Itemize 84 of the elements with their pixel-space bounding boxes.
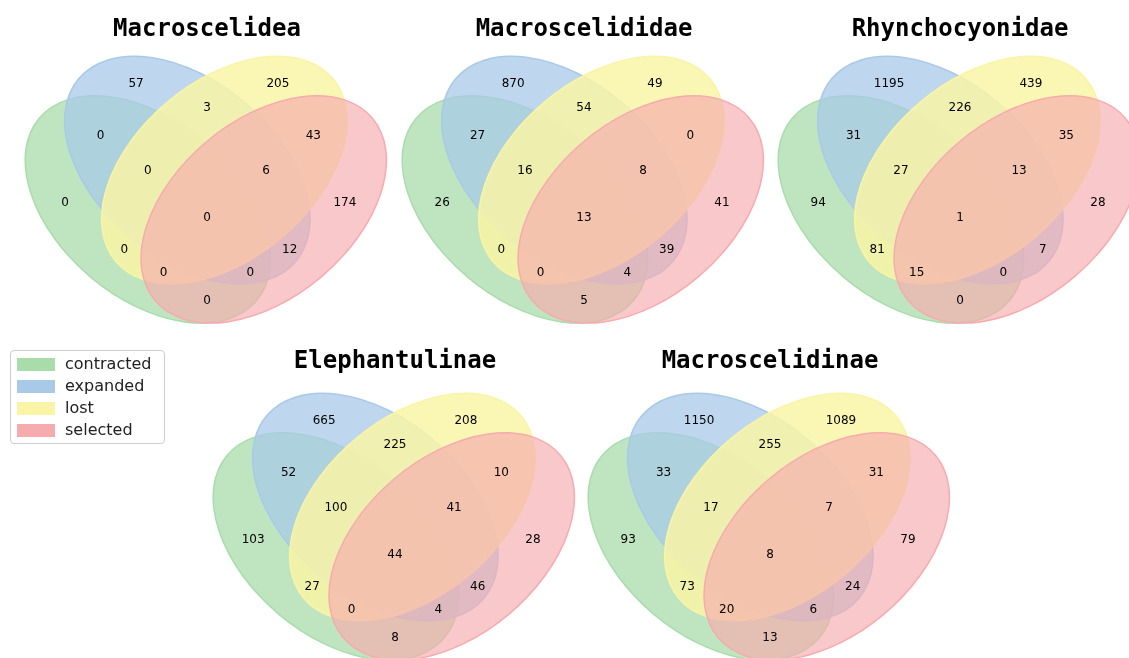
region-count: 57 [128, 77, 144, 90]
region-count: 0 [536, 266, 545, 279]
legend-label: expanded [65, 377, 145, 395]
legend-label: selected [65, 421, 133, 439]
region-count: 28 [525, 532, 541, 545]
region-count: 41 [446, 501, 462, 513]
region-count: 8 [766, 548, 774, 561]
region-count: 73 [679, 579, 695, 592]
panel-title: Macroscelidinae [661, 348, 879, 372]
region-count: 0 [497, 242, 506, 255]
region-count: 870 [501, 77, 525, 90]
region-count: 8 [639, 164, 647, 176]
panel-title: Macroscelidea [113, 16, 301, 40]
region-count: 94 [810, 195, 826, 208]
region-count: 81 [869, 242, 885, 255]
region-count: 439 [1019, 77, 1043, 90]
region-count: 33 [655, 465, 672, 478]
region-count: 10 [493, 465, 509, 478]
region-count: 4 [434, 603, 443, 616]
region-count: 31 [868, 465, 884, 478]
region-count: 43 [305, 128, 321, 141]
region-count: 6 [262, 164, 270, 176]
region-count: 0 [347, 603, 356, 616]
legend-label: lost [65, 399, 94, 417]
region-count: 39 [659, 242, 675, 255]
region-count: 13 [762, 631, 778, 643]
region-count: 7 [1038, 242, 1047, 255]
region-count: 1 [956, 211, 964, 224]
region-count: 1150 [683, 414, 715, 427]
panel-title: Macroscelididae [475, 16, 693, 40]
region-count: 0 [686, 128, 695, 141]
region-count: 100 [324, 501, 348, 513]
region-count: 49 [647, 77, 663, 90]
region-count: 1089 [825, 414, 857, 427]
region-count: 0 [120, 242, 129, 255]
region-count: 41 [714, 195, 730, 208]
region-count: 13 [576, 211, 592, 224]
region-count: 35 [1058, 128, 1074, 141]
region-count: 27 [469, 128, 486, 141]
region-count: 12 [282, 242, 298, 255]
region-count: 24 [845, 579, 861, 592]
region-count: 0 [96, 128, 105, 141]
region-count: 27 [304, 579, 320, 592]
region-count: 13 [1011, 164, 1027, 176]
region-count: 27 [893, 164, 909, 176]
region-count: 0 [999, 266, 1008, 279]
region-count: 4 [623, 266, 632, 279]
region-count: 54 [576, 100, 592, 113]
region-count: 0 [61, 195, 69, 208]
region-count: 7 [825, 501, 833, 513]
legend-label: contracted [65, 355, 152, 373]
region-count: 0 [246, 266, 255, 279]
region-count: 26 [434, 195, 450, 208]
region-count: 46 [470, 579, 486, 592]
region-count: 174 [333, 195, 357, 208]
region-count: 205 [266, 77, 290, 90]
region-count: 15 [909, 266, 925, 279]
region-count: 0 [203, 211, 211, 224]
region-count: 0 [159, 266, 168, 279]
region-count: 8 [391, 631, 399, 643]
panel-title: Elephantulinae [293, 348, 497, 372]
region-count: 3 [203, 100, 211, 113]
region-count: 28 [1090, 195, 1106, 208]
region-count: 0 [144, 164, 152, 176]
region-count: 226 [948, 100, 972, 113]
region-count: 31 [845, 128, 862, 141]
region-count: 79 [900, 532, 916, 545]
panel-title: Rhynchocyonidae [851, 16, 1069, 40]
region-count: 20 [719, 603, 735, 616]
region-count: 665 [312, 414, 336, 427]
region-count: 93 [620, 532, 636, 545]
region-count: 103 [241, 532, 265, 545]
region-count: 225 [383, 437, 407, 450]
region-count: 0 [956, 294, 964, 306]
region-count: 0 [203, 294, 211, 306]
region-count: 6 [809, 603, 818, 616]
region-count: 17 [703, 501, 719, 513]
region-count: 44 [387, 548, 403, 561]
region-count: 255 [758, 437, 782, 450]
region-count: 5 [580, 294, 588, 306]
region-count: 16 [517, 164, 533, 176]
region-count: 52 [280, 465, 297, 478]
region-count: 208 [454, 414, 478, 427]
region-count: 1195 [873, 77, 905, 90]
